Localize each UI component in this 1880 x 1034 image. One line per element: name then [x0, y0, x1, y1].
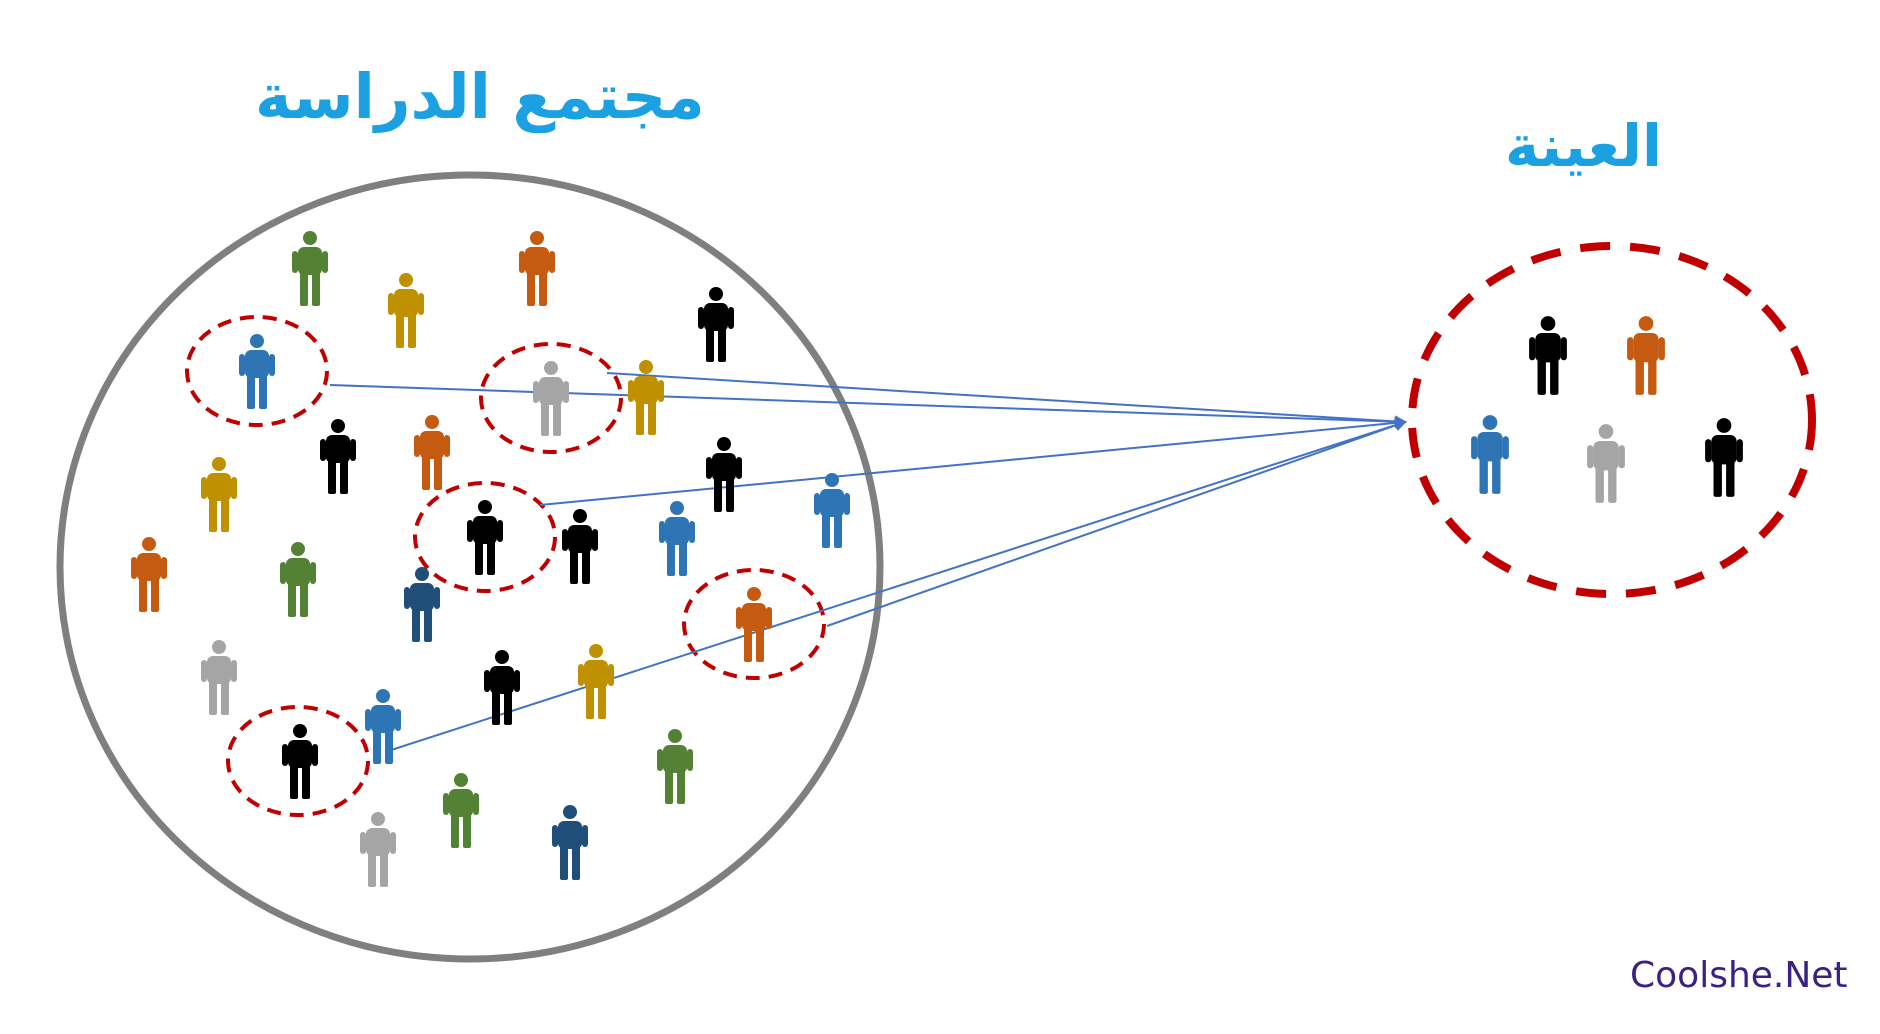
population-person-icon — [657, 729, 693, 804]
population-person-icon — [360, 812, 396, 887]
selection-dashed-circle — [413, 481, 557, 593]
population-person-icon — [467, 500, 503, 575]
population-person-icon — [552, 805, 588, 880]
sample-person-icon — [1627, 316, 1665, 395]
population-person-icon — [292, 231, 328, 306]
population-person-icon — [388, 273, 424, 348]
population-person-icon — [201, 640, 237, 715]
population-person-icon — [659, 501, 695, 576]
population-circle — [56, 171, 884, 963]
population-person-icon — [736, 587, 772, 662]
population-person-icon — [414, 415, 450, 490]
sample-title: العينة — [1505, 112, 1662, 180]
selection-arrow — [329, 384, 1407, 428]
sample-person-icon — [1587, 424, 1625, 503]
population-person-icon — [484, 650, 520, 725]
population-title: مجتمع الدراسة — [255, 60, 705, 133]
selection-arrow — [539, 416, 1407, 506]
population-person-icon — [239, 334, 275, 409]
selection-dashed-circle — [185, 315, 329, 427]
population-person-icon — [698, 287, 734, 362]
sample-dashed-circle — [1408, 242, 1816, 598]
selection-dashed-circle — [226, 705, 370, 817]
population-person-icon — [706, 437, 742, 512]
selection-arrow — [384, 419, 1407, 753]
population-person-icon — [365, 689, 401, 764]
selection-arrow — [606, 372, 1407, 428]
population-person-icon — [578, 644, 614, 719]
population-person-icon — [201, 457, 237, 532]
population-person-icon — [533, 361, 569, 436]
population-person-icon — [280, 542, 316, 617]
population-person-icon — [131, 537, 167, 612]
sample-person-icon — [1471, 415, 1509, 494]
watermark-text: Coolshe.Net — [1630, 955, 1848, 996]
sample-person-icon — [1705, 418, 1743, 497]
population-person-icon — [562, 509, 598, 584]
selection-dashed-circle — [682, 568, 826, 680]
selection-dashed-circle — [479, 342, 623, 454]
selection-arrow — [826, 419, 1407, 627]
population-person-icon — [814, 473, 850, 548]
population-person-icon — [404, 567, 440, 642]
sample-person-icon — [1529, 316, 1567, 395]
population-person-icon — [519, 231, 555, 306]
population-person-icon — [628, 360, 664, 435]
population-person-icon — [282, 724, 318, 799]
population-person-icon — [320, 419, 356, 494]
population-person-icon — [443, 773, 479, 848]
